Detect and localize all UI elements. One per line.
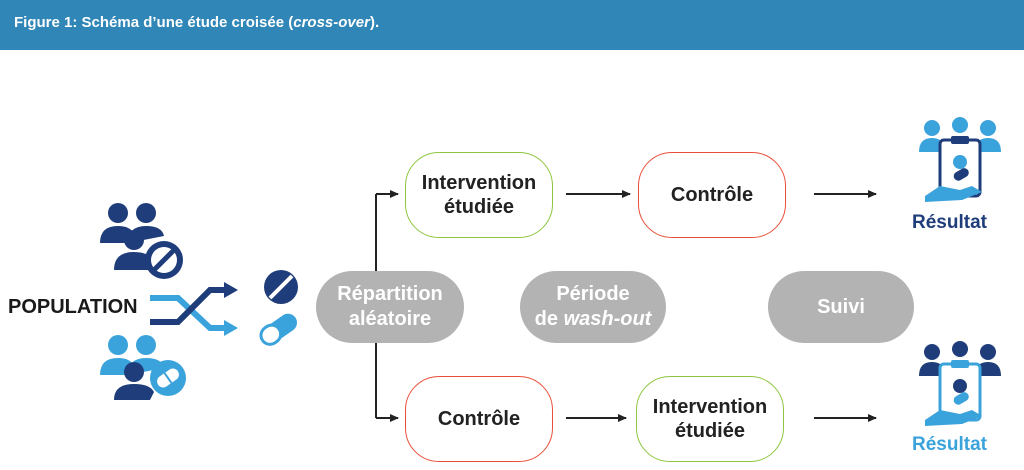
bottom-intervention-box: Intervention étudiée — [636, 376, 784, 462]
figure-title: Figure 1: Schéma d’une étude croisée (cr… — [14, 14, 380, 31]
pill-icon — [264, 270, 298, 304]
result-label-bottom: Résultat — [912, 434, 987, 455]
top-control-box: Contrôle — [638, 152, 786, 238]
washout-pill: Période de wash-out — [520, 271, 666, 343]
capsule-icon — [259, 313, 298, 346]
shuffle-icon — [150, 282, 238, 336]
top-intervention-box: Intervention étudiée — [405, 152, 553, 238]
result-label-top: Résultat — [912, 212, 987, 233]
people-no-pill-icon — [100, 203, 183, 279]
figure-header: Figure 1: Schéma d’une étude croisée (cr… — [0, 0, 1024, 50]
bottom-control-box: Contrôle — [405, 376, 553, 462]
randomization-pill: Répartition aléatoire — [316, 271, 464, 343]
population-icons — [100, 203, 298, 400]
followup-pill: Suivi — [768, 271, 914, 343]
people-pill-icon — [100, 335, 186, 400]
population-label: POPULATION — [8, 296, 138, 318]
